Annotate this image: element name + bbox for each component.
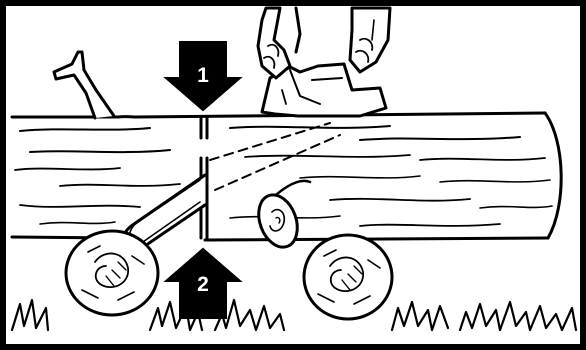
marker-1-label: 1 — [197, 64, 209, 87]
marker-2-label: 2 — [197, 273, 209, 296]
support-log-left — [66, 231, 158, 315]
support-log-right — [304, 235, 392, 319]
